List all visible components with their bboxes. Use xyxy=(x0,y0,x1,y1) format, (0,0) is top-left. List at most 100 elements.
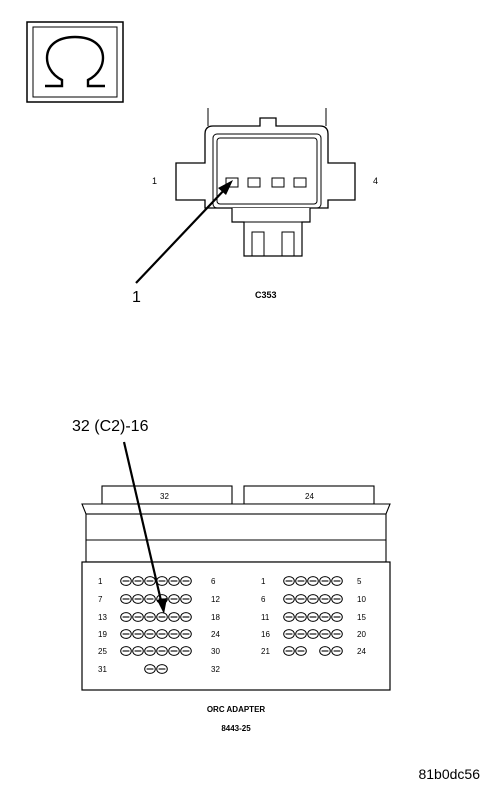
adapter-left-pin-2 xyxy=(132,576,144,586)
adapter-part-number: 8443-25 xyxy=(221,724,251,733)
adapter-left-pin-5 xyxy=(168,576,180,586)
adapter-left-pin-26 xyxy=(132,646,144,656)
c353-pin-4 xyxy=(293,177,307,188)
right-row-2-start: 6 xyxy=(261,595,266,604)
orc-adapter-body xyxy=(81,485,391,691)
c353-name: C353 xyxy=(255,290,277,300)
adapter-left-pin-24 xyxy=(180,629,192,639)
adapter-right-pins xyxy=(283,576,343,656)
c353-pin-1 xyxy=(225,177,239,188)
adapter-right-pin-5 xyxy=(331,576,343,586)
adapter-left-pin-7 xyxy=(120,594,132,604)
adapter-left-pin-8 xyxy=(132,594,144,604)
left-row-1-end: 6 xyxy=(211,577,216,586)
adapter-right-pin-7 xyxy=(295,594,307,604)
adapter-right-pin-17 xyxy=(295,629,307,639)
c353-pin-2 xyxy=(247,177,261,188)
adapter-right-pin-24 xyxy=(331,646,343,656)
adapter-left-block: 1 6 7 12 13 18 19 24 25 30 31 32 xyxy=(98,577,220,674)
adapter-right-pin-22 xyxy=(295,646,307,656)
left-row-3-end: 18 xyxy=(211,613,220,622)
left-row-6-end: 32 xyxy=(211,665,220,674)
left-row-5-end: 30 xyxy=(211,647,220,656)
right-row-4-start: 16 xyxy=(261,630,270,639)
left-row-6-start: 31 xyxy=(98,665,107,674)
right-row-5-end: 24 xyxy=(357,647,366,656)
left-row-3-start: 13 xyxy=(98,613,107,622)
adapter-right-pin-8 xyxy=(307,594,319,604)
c353-pin-end-label: 4 xyxy=(373,176,378,186)
adapter-left-pin-21 xyxy=(144,629,156,639)
c353-callout-label: 1 xyxy=(132,289,141,306)
adapter-left-pin-25 xyxy=(120,646,132,656)
adapter-left-pin-11 xyxy=(168,594,180,604)
right-row-1-end: 5 xyxy=(357,577,362,586)
adapter-right-pin-12 xyxy=(295,612,307,622)
c353-callout-arrow xyxy=(135,180,233,284)
c353-pin-start-label: 1 xyxy=(152,176,157,186)
adapter-left-header: 32 xyxy=(160,492,169,501)
figure-id: 81b0dc56 xyxy=(418,766,480,782)
left-row-4-end: 24 xyxy=(211,630,220,639)
adapter-left-pin-15 xyxy=(144,612,156,622)
adapter-left-pin-29 xyxy=(168,646,180,656)
left-row-2-end: 12 xyxy=(211,595,220,604)
adapter-right-pin-18 xyxy=(307,629,319,639)
adapter-left-pin-13 xyxy=(120,612,132,622)
adapter-right-pin-15 xyxy=(331,612,343,622)
adapter-left-pin-9 xyxy=(144,594,156,604)
adapter-left-pin-27 xyxy=(144,646,156,656)
adapter-left-pin-18 xyxy=(180,612,192,622)
right-row-5-start: 21 xyxy=(261,647,270,656)
adapter-right-pin-11 xyxy=(283,612,295,622)
adapter-left-pin-4 xyxy=(156,576,168,586)
ohm-icon xyxy=(26,21,124,103)
adapter-right-pin-13 xyxy=(307,612,319,622)
adapter-left-pin-16 xyxy=(156,612,168,622)
adapter-right-pin-19 xyxy=(319,629,331,639)
c353-pin-3 xyxy=(271,177,285,188)
adapter-left-pin-19 xyxy=(120,629,132,639)
adapter-title: ORC ADAPTER xyxy=(207,705,266,714)
left-row-2-start: 7 xyxy=(98,595,103,604)
adapter-right-pin-14 xyxy=(319,612,331,622)
adapter-left-pin-6 xyxy=(180,576,192,586)
adapter-left-pin-23 xyxy=(168,629,180,639)
adapter-left-pin-1 xyxy=(120,576,132,586)
adapter-right-pin-1 xyxy=(283,576,295,586)
adapter-right-pin-9 xyxy=(319,594,331,604)
adapter-left-pins xyxy=(120,576,192,674)
adapter-right-pin-10 xyxy=(331,594,343,604)
adapter-left-pin-32 xyxy=(156,664,168,674)
right-row-3-start: 11 xyxy=(261,613,270,622)
adapter-right-pin-4 xyxy=(319,576,331,586)
adapter-right-pin-16 xyxy=(283,629,295,639)
left-row-4-start: 19 xyxy=(98,630,107,639)
adapter-left-pin-12 xyxy=(180,594,192,604)
left-row-5-start: 25 xyxy=(98,647,107,656)
right-row-1-start: 1 xyxy=(261,577,266,586)
right-row-2-end: 10 xyxy=(357,595,366,604)
adapter-callout-arrow xyxy=(122,441,167,614)
adapter-right-pin-3 xyxy=(307,576,319,586)
adapter-right-pin-21 xyxy=(283,646,295,656)
left-row-1-start: 1 xyxy=(98,577,103,586)
adapter-left-pin-3 xyxy=(144,576,156,586)
adapter-left-pin-20 xyxy=(132,629,144,639)
right-row-3-end: 15 xyxy=(357,613,366,622)
adapter-right-header: 24 xyxy=(305,492,314,501)
adapter-left-pin-31 xyxy=(144,664,156,674)
adapter-right-pin-23 xyxy=(319,646,331,656)
adapter-left-pin-28 xyxy=(156,646,168,656)
adapter-left-pin-14 xyxy=(132,612,144,622)
adapter-left-pin-22 xyxy=(156,629,168,639)
adapter-callout-label: 32 (C2)-16 xyxy=(72,418,149,435)
adapter-right-pin-20 xyxy=(331,629,343,639)
connector-c353 xyxy=(175,108,356,257)
adapter-left-pin-17 xyxy=(168,612,180,622)
adapter-right-block: 1 5 6 10 11 15 16 20 21 24 xyxy=(261,577,366,656)
right-row-4-end: 20 xyxy=(357,630,366,639)
adapter-right-pin-6 xyxy=(283,594,295,604)
adapter-left-pin-30 xyxy=(180,646,192,656)
